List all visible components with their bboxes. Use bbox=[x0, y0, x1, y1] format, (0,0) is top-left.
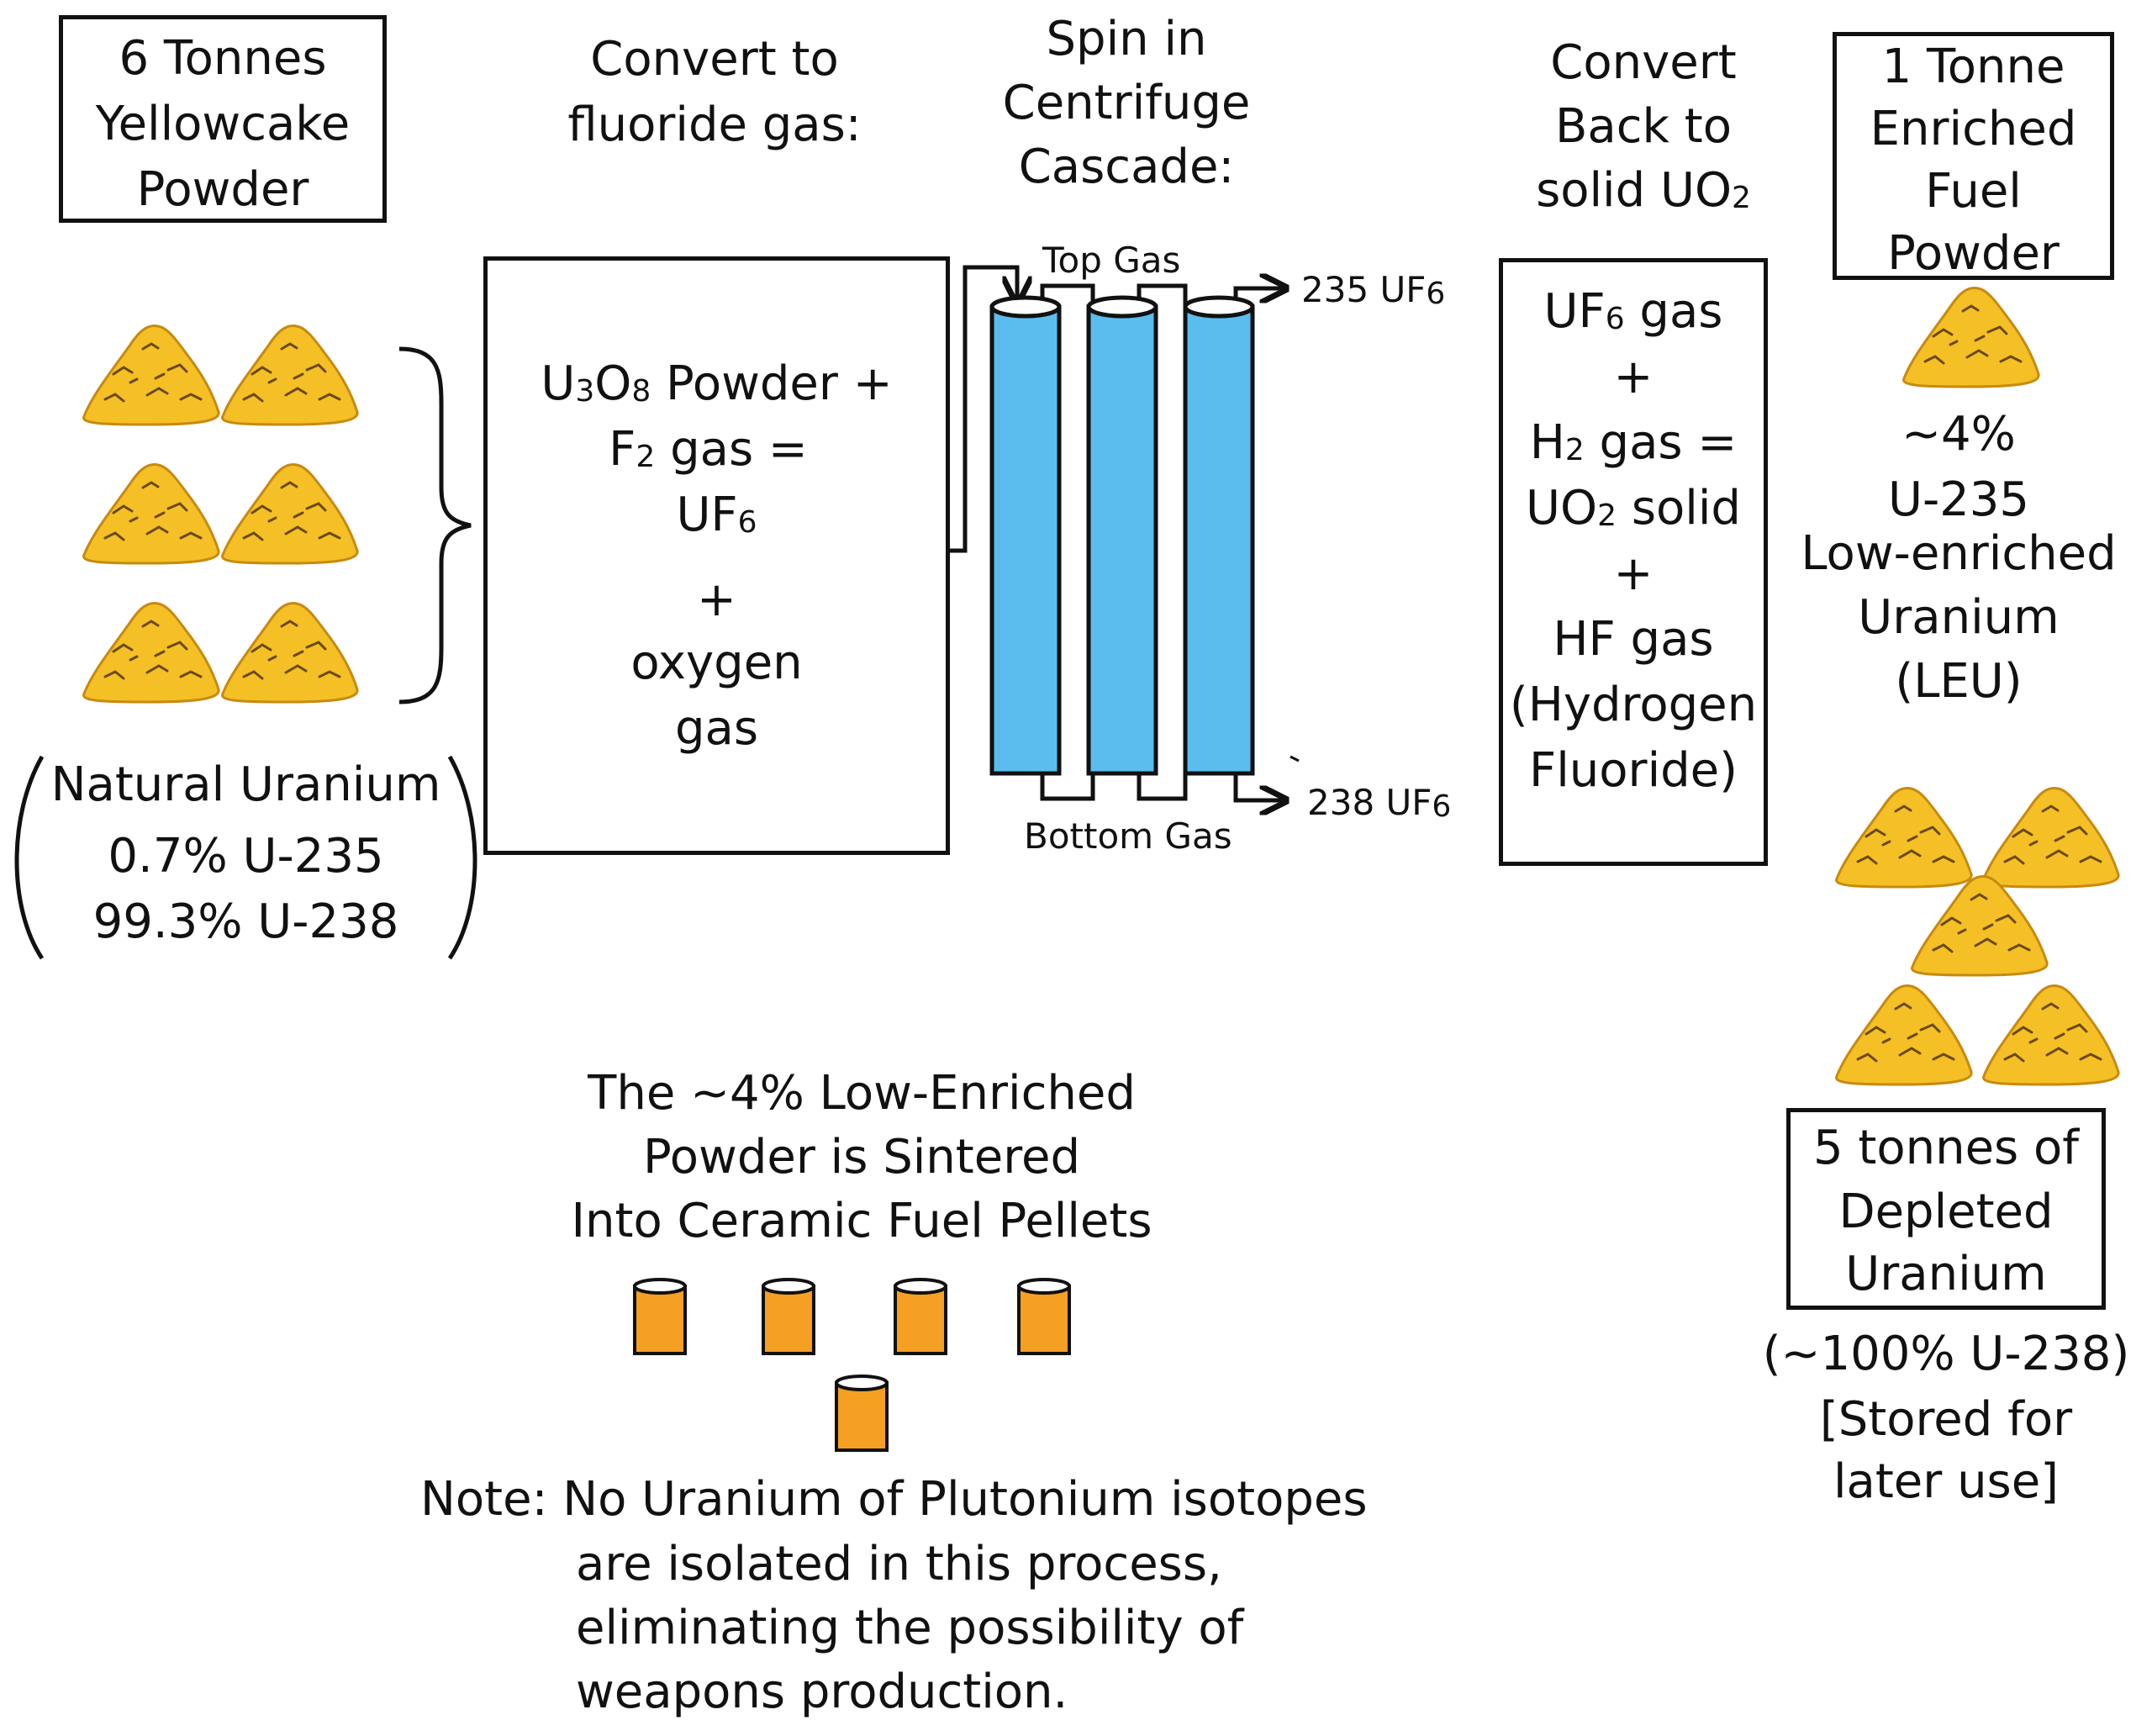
yellowcake-pile-icon bbox=[221, 462, 359, 565]
natural-uranium-line1: Natural Uranium bbox=[50, 757, 441, 812]
bottom-output-label: 238 UF6 bbox=[1307, 782, 1452, 824]
convert-back-line1: Convert bbox=[1550, 35, 1737, 90]
fuel-pellet-icon bbox=[762, 1278, 815, 1355]
centrifuge-heading-line1: Spin in bbox=[1046, 12, 1207, 66]
reaction1-oxygen: oxygen bbox=[630, 636, 803, 690]
reaction2-hf: HF gas bbox=[1553, 612, 1714, 667]
reaction1-line3: UF6 bbox=[676, 488, 757, 542]
top-gas-label: Top Gas bbox=[1042, 240, 1181, 281]
sinter-line1: The ~4% Low-Enriched bbox=[588, 1066, 1136, 1121]
reaction2-line1: UF6 gas bbox=[1543, 284, 1723, 339]
reaction1-line1: U3O8 Powder + bbox=[541, 356, 893, 411]
yellowcake-box: 6 Tonnes Yellowcake Powder bbox=[59, 15, 387, 223]
bottom-gas-label: Bottom Gas bbox=[1024, 815, 1232, 857]
leu-line4: Uranium bbox=[1858, 590, 2060, 645]
leu-line1: ~4% bbox=[1901, 407, 2016, 462]
fluoride-reaction-box: U3O8 Powder + F2 gas = UF6 + oxygen gas bbox=[483, 256, 950, 855]
enriched-powder-pile-icon bbox=[1902, 286, 2040, 388]
yellowcake-line1: 6 Tonnes bbox=[119, 31, 327, 86]
tick-mark bbox=[1290, 755, 1300, 762]
bottom-connector bbox=[1040, 773, 1095, 801]
curly-brace bbox=[398, 346, 472, 704]
convert-back-line2: Back to bbox=[1555, 99, 1732, 154]
reaction2-plus1: + bbox=[1613, 350, 1654, 404]
right-paren bbox=[447, 755, 477, 960]
convert-fluoride-line2: fluoride gas: bbox=[567, 98, 862, 152]
top-connector bbox=[1040, 283, 1095, 307]
enriched-line1: 1 Tonne bbox=[1881, 40, 2065, 94]
sinter-line3: Into Ceramic Fuel Pellets bbox=[571, 1194, 1152, 1248]
reaction2-fluoride: Fluoride) bbox=[1529, 743, 1738, 798]
enriched-fuel-box: 1 Tonne Enriched Fuel Powder bbox=[1833, 32, 2114, 281]
reaction1-line2: F2 gas = bbox=[609, 422, 808, 477]
natural-uranium-line2: 0.7% U-235 bbox=[108, 829, 384, 884]
yellowcake-pile-icon bbox=[82, 324, 220, 426]
left-paren bbox=[14, 755, 45, 960]
centrifuge-heading-line2: Centrifuge bbox=[1002, 76, 1251, 130]
leu-line3: Low-enriched bbox=[1801, 526, 2117, 581]
enriched-line3: Fuel bbox=[1925, 164, 2022, 219]
leu-line2: U-235 bbox=[1887, 472, 2030, 527]
centrifuge-column-icon bbox=[989, 295, 1062, 776]
note-line1: Note: No Uranium of Plutonium isotopes bbox=[420, 1472, 1368, 1527]
top-output-label: 235 UF6 bbox=[1301, 269, 1446, 311]
fuel-pellet-icon bbox=[1017, 1278, 1071, 1355]
depleted-line1: 5 tonnes of bbox=[1812, 1121, 2080, 1175]
depleted-pile-icon bbox=[1982, 786, 2120, 889]
depleted-pile-icon bbox=[1911, 874, 2049, 977]
enriched-line4: Powder bbox=[1887, 226, 2060, 281]
yellowcake-pile-icon bbox=[221, 324, 359, 426]
centrifuge-column-icon bbox=[1086, 295, 1158, 776]
top-connector bbox=[1137, 283, 1188, 307]
reaction1-gas: gas bbox=[674, 701, 759, 756]
reaction2-line2: H2 gas = bbox=[1529, 415, 1738, 470]
depleted-line2: Depleted bbox=[1838, 1185, 2054, 1239]
yellowcake-line2: Yellowcake bbox=[95, 97, 351, 151]
note-line4: weapons production. bbox=[576, 1665, 1068, 1719]
note-line3: eliminating the possibility of bbox=[576, 1601, 1244, 1655]
yellowcake-line3: Powder bbox=[136, 162, 309, 217]
depleted-pile-icon bbox=[1982, 984, 2120, 1086]
depleted-pile-icon bbox=[1835, 786, 1973, 889]
convert-back-line3: solid UO2 bbox=[1536, 163, 1751, 218]
convert-fluoride-line1: Convert to bbox=[590, 32, 839, 87]
centrifuge-column-icon bbox=[1183, 295, 1255, 776]
centrifuge-heading-line3: Cascade: bbox=[1018, 140, 1235, 194]
conversion-reaction-box: UF6 gas + H2 gas = UO2 solid + HF gas (H… bbox=[1499, 258, 1768, 866]
fuel-pellet-icon bbox=[835, 1375, 889, 1452]
depleted-line3: Uranium bbox=[1845, 1247, 2047, 1301]
depleted-pile-icon bbox=[1835, 984, 1973, 1086]
yellowcake-pile-icon bbox=[82, 462, 220, 565]
reaction2-line3: UO2 solid bbox=[1526, 481, 1741, 536]
depleted-note-line1: (~100% U-238) bbox=[1762, 1327, 2130, 1381]
yellowcake-pile-icon bbox=[82, 601, 220, 704]
depleted-note-line3: later use] bbox=[1833, 1454, 2060, 1509]
sinter-line2: Powder is Sintered bbox=[643, 1130, 1080, 1185]
note-line2: are isolated in this process, bbox=[576, 1537, 1222, 1591]
yellowcake-pile-icon bbox=[221, 601, 359, 704]
natural-uranium-line3: 99.3% U-238 bbox=[92, 894, 399, 949]
leu-line5: (LEU) bbox=[1895, 654, 2023, 709]
reaction2-plus2: + bbox=[1613, 546, 1654, 601]
bottom-output-arrow bbox=[1233, 773, 1286, 800]
enriched-line2: Enriched bbox=[1870, 102, 2077, 156]
depleted-note-line2: [Stored for bbox=[1819, 1392, 2073, 1447]
fuel-pellet-icon bbox=[633, 1278, 687, 1355]
fuel-pellet-icon bbox=[894, 1278, 947, 1355]
reaction2-hydrogen: (Hydrogen bbox=[1509, 678, 1758, 732]
bottom-connector bbox=[1137, 773, 1188, 801]
reaction1-plus: + bbox=[697, 573, 736, 627]
depleted-uranium-box: 5 tonnes of Depleted Uranium bbox=[1786, 1108, 2106, 1310]
